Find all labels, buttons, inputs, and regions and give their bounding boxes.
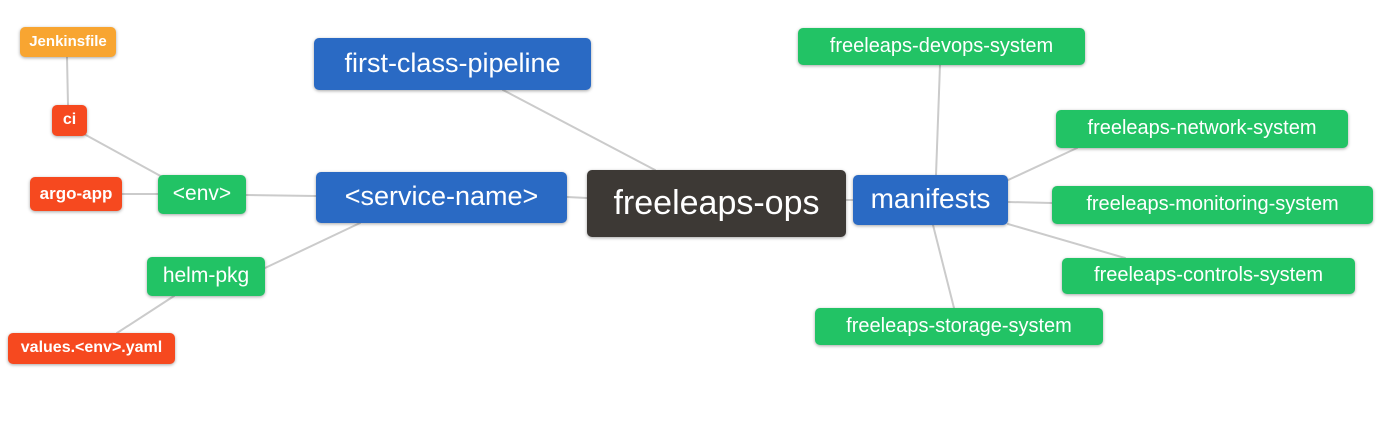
node-argo-app[interactable]: argo-app: [30, 177, 122, 211]
edge-manifests-to-freeleaps-controls-system: [1007, 223, 1126, 259]
node-label: Jenkinsfile: [29, 32, 107, 50]
node-freeleaps-storage-system[interactable]: freeleaps-storage-system: [815, 308, 1103, 345]
node-freeleaps-network-system[interactable]: freeleaps-network-system: [1056, 110, 1348, 148]
node-first-class-pipeline[interactable]: first-class-pipeline: [314, 38, 591, 90]
node-label: freeleaps-network-system: [1087, 117, 1317, 139]
node-label: freeleaps-storage-system: [846, 314, 1072, 337]
node-freeleaps-devops-system[interactable]: freeleaps-devops-system: [798, 28, 1085, 65]
node-label: freeleaps-monitoring-system: [1086, 193, 1339, 215]
edge-first-class-pipeline-to-freeleaps-ops: [502, 89, 656, 171]
node-service-name[interactable]: <service-name>: [316, 172, 567, 223]
node-label: <env>: [172, 182, 232, 205]
node-label: argo-app: [39, 183, 113, 203]
node-freeleaps-ops[interactable]: freeleaps-ops: [587, 170, 846, 237]
node-label: freeleaps-devops-system: [829, 34, 1054, 57]
edge-env-to-service-name: [245, 194, 317, 197]
edge-freeleaps-devops-system-to-manifests: [935, 64, 941, 176]
node-label: ci: [62, 110, 77, 128]
node-label: freeleaps-ops: [613, 183, 820, 222]
edge-manifests-to-freeleaps-monitoring-system: [1007, 201, 1053, 204]
edge-service-name-to-freeleaps-ops: [566, 196, 588, 199]
node-jenkinsfile[interactable]: Jenkinsfile: [20, 27, 116, 57]
node-label: freeleaps-controls-system: [1094, 264, 1323, 286]
node-label: first-class-pipeline: [344, 47, 561, 78]
node-helm-pkg[interactable]: helm-pkg: [147, 257, 265, 296]
node-env[interactable]: <env>: [158, 175, 246, 214]
node-freeleaps-monitoring-system[interactable]: freeleaps-monitoring-system: [1052, 186, 1373, 224]
node-label: values.<env>.yaml: [20, 338, 163, 356]
node-freeleaps-controls-system[interactable]: freeleaps-controls-system: [1062, 258, 1355, 294]
node-label: <service-name>: [344, 181, 539, 211]
edge-manifests-to-freeleaps-storage-system: [932, 224, 955, 309]
edge-helm-pkg-to-values-env-yaml: [116, 295, 175, 334]
node-ci[interactable]: ci: [52, 105, 87, 136]
edge-service-name-to-helm-pkg: [264, 222, 361, 269]
node-label: manifests: [870, 183, 991, 214]
node-manifests[interactable]: manifests: [853, 175, 1008, 225]
node-values-env-yaml[interactable]: values.<env>.yaml: [8, 333, 175, 364]
edge-ci-to-env: [83, 133, 167, 180]
edge-jenkinsfile-to-ci: [66, 56, 69, 106]
node-label: helm-pkg: [162, 264, 250, 287]
edge-manifests-to-freeleaps-network-system: [1005, 147, 1078, 182]
